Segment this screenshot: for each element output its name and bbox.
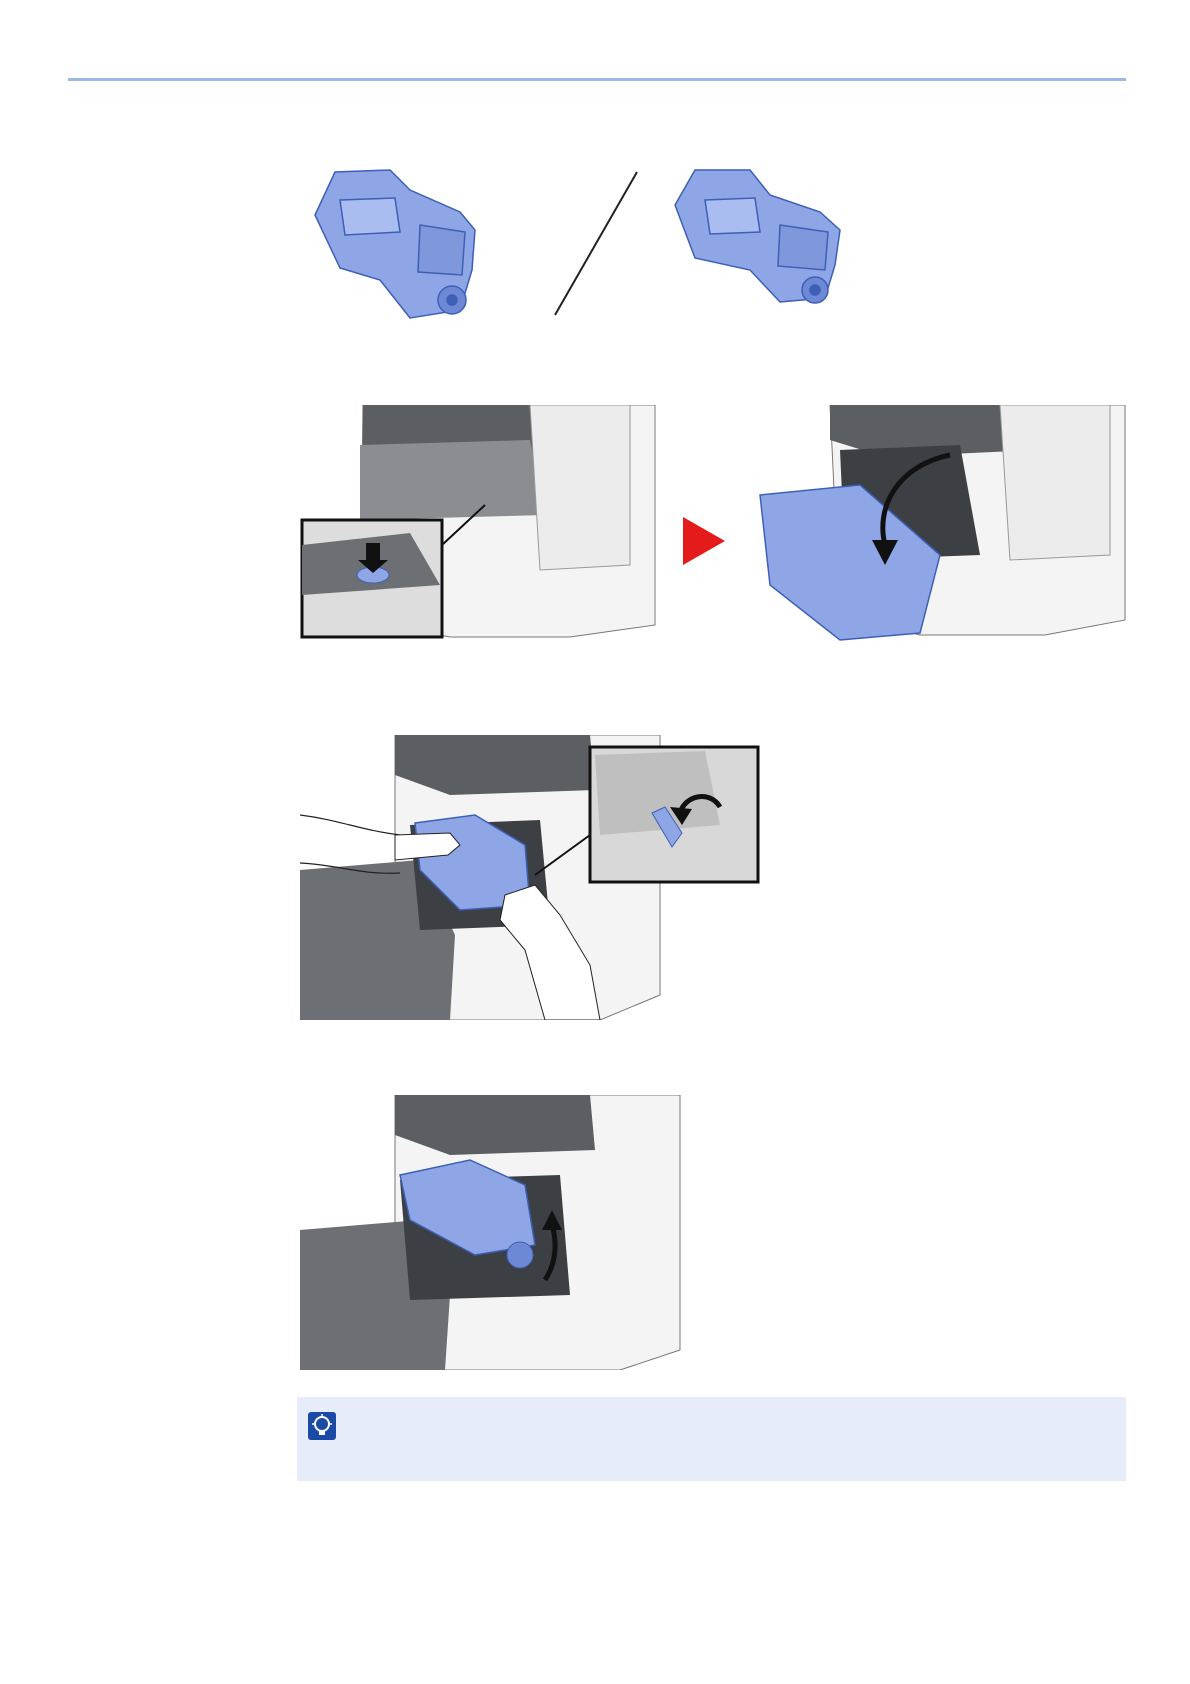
printer-open	[760, 405, 1125, 640]
toner-cartridge-b	[675, 170, 840, 303]
remove-toner-figure	[300, 735, 770, 1020]
hint-note-box	[297, 1397, 1126, 1481]
hint-lightbulb-icon	[308, 1412, 336, 1440]
separator-slash	[555, 172, 637, 315]
toner-cartridge-figure	[300, 160, 880, 330]
toner-cartridge-a	[315, 170, 475, 318]
open-front-cover-figure	[300, 405, 1130, 665]
install-toner-figure	[300, 1095, 770, 1370]
next-step-arrow-icon	[683, 517, 725, 565]
header-rule	[68, 78, 1126, 81]
